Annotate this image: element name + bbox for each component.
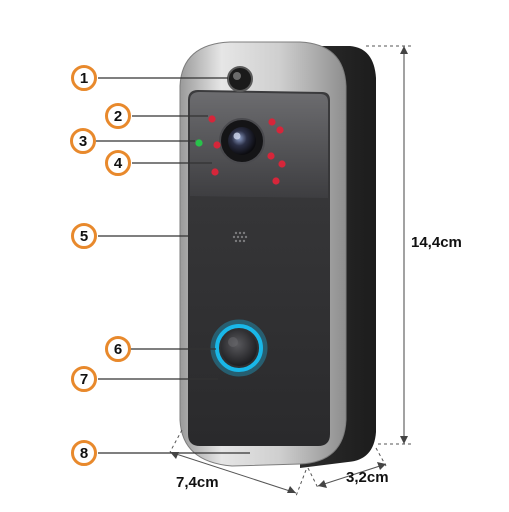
ir-led-group [208, 115, 286, 185]
doorbell-button [221, 330, 257, 366]
status-led [195, 139, 203, 147]
callout-2: 2 [105, 103, 131, 129]
depth-arrow-left [318, 480, 327, 488]
button-glint [228, 337, 238, 347]
callout-3: 3 [70, 128, 96, 154]
callout-1: 1 [71, 65, 97, 91]
ring-light-glow [210, 319, 268, 377]
callout-8: 8 [71, 440, 97, 466]
width-arrow-right [287, 486, 296, 493]
depth-dimension [307, 447, 387, 489]
ir-led [267, 152, 275, 160]
ir-led [278, 160, 286, 168]
height-arrow-top [400, 46, 408, 54]
ring-light [215, 324, 263, 372]
width-dimension [169, 429, 307, 497]
width-label: 7,4cm [176, 474, 219, 491]
ir-led [276, 126, 284, 134]
height-arrow-bottom [400, 436, 408, 444]
width-arrow-left [170, 452, 179, 459]
ir-led [208, 115, 216, 123]
callout-4: 4 [105, 150, 131, 176]
callout-7: 7 [71, 366, 97, 392]
ir-led [268, 118, 276, 126]
callout-6: 6 [105, 336, 131, 362]
light-sensor [227, 66, 253, 92]
light-sensor-glint [233, 72, 241, 80]
ir-led [211, 168, 219, 176]
ir-led [213, 141, 221, 149]
depth-arrow-right [377, 462, 386, 470]
callout-5: 5 [71, 223, 97, 249]
lens-glint [233, 132, 241, 140]
ir-led [272, 177, 280, 185]
camera-lens [228, 127, 256, 155]
depth-label: 3,2cm [346, 469, 389, 486]
height-label: 14,4cm [411, 234, 462, 251]
height-dimension [366, 45, 412, 445]
speaker-grille [232, 231, 248, 243]
